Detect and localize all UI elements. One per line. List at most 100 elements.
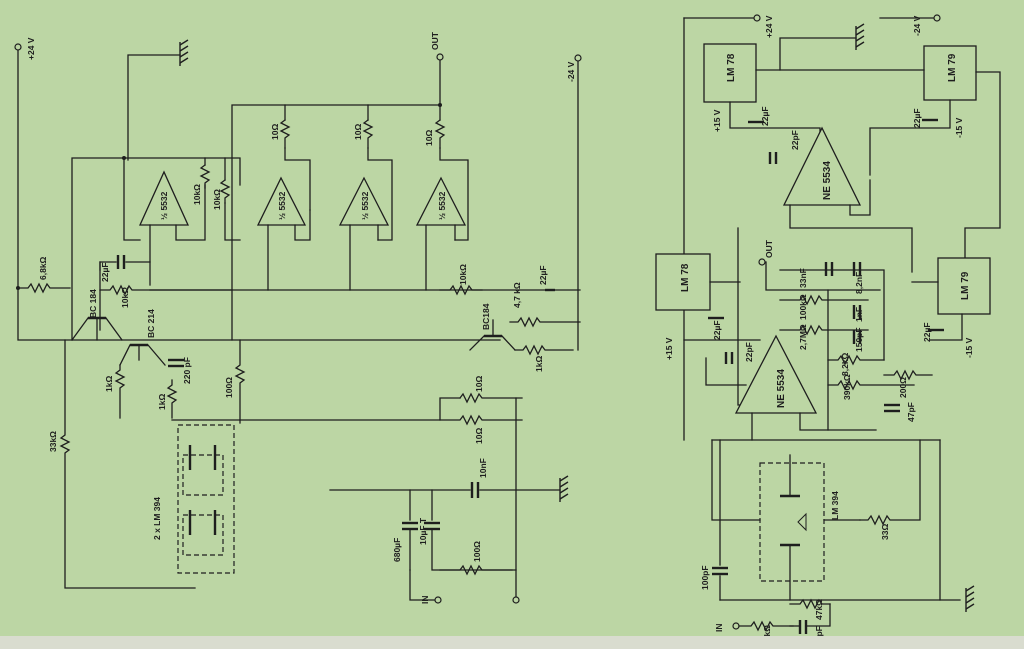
opamp-symbol (338, 176, 390, 226)
resistor-label-10-d: 10Ω (474, 376, 484, 392)
opamp-symbol (138, 170, 190, 226)
opamp-label: ½ 5532 (360, 191, 370, 220)
capacitor-label-220pf: 220 pF (182, 357, 192, 384)
regulator-lm79-bottom (937, 257, 991, 315)
input-ground-terminal-left (512, 596, 520, 604)
opamp-label: ½ 5532 (277, 191, 287, 220)
output-buffer-2: 10Ω ½ 5532 (338, 104, 393, 291)
resistor-label-10-e: 10Ω (474, 428, 484, 444)
resistor-label-100b: 100Ω (472, 541, 482, 562)
resistor-label: 10kΩ (212, 189, 222, 210)
capacitor-label-22pf-b: 22pF (744, 342, 754, 362)
resistor-label-33: 33Ω (880, 524, 890, 540)
regulator-label: LM 78 (726, 53, 737, 82)
capacitor-label-47pf-b: 47pF (814, 626, 824, 636)
resistor-label: 10Ω (270, 124, 280, 140)
capacitor-label-22uf-rd: 22µF (922, 322, 932, 342)
resistor-label-100k: 100kΩ (798, 294, 808, 320)
ground-symbol-top-right (855, 23, 865, 50)
resistor-label: 10Ω (424, 130, 434, 146)
plus-24v-label-left: +24 V (26, 37, 36, 60)
resistor-label-200: 200Ω (898, 377, 908, 398)
opamp-label: ½ 5532 (159, 191, 169, 220)
capacitor-label-10nf: 10nF (478, 458, 488, 478)
resistor-label-4k7: 4,7 kΩ (512, 282, 522, 308)
out-label-right: OUT (764, 239, 774, 258)
minus-24v-terminal-right (933, 14, 941, 22)
resistor-label-1k-a: 1kΩ (104, 376, 114, 392)
lm394-right: LM 394 (759, 454, 840, 601)
capacitor-label-1nf: 1nF (854, 307, 864, 322)
right-schematic: +24 V -24 V LM 78 LM 79 +15 V -15 V 22µF… (655, 14, 1001, 636)
out-terminal-left (436, 53, 444, 61)
plus-24v-terminal-right (753, 14, 761, 22)
transistor-label: BC 214 (146, 309, 156, 338)
plus-15v-label-a: +15 V (712, 109, 722, 132)
opamp-ne5534-top (782, 126, 862, 206)
in-terminal-right (732, 622, 740, 630)
regulator-lm79-top (923, 45, 977, 101)
resistor-label-10k-c: 10kΩ (120, 287, 130, 308)
output-buffer-3: 10Ω ½ 5532 (415, 104, 469, 291)
regulator-label: LM 79 (960, 271, 971, 300)
capacitor-label-680uf: 680µF (392, 538, 402, 562)
ground-symbol-bottom-right (965, 585, 975, 612)
minus-15v-label-a: -15 V (954, 117, 964, 138)
capacitor-label-22pf-a: 22pF (790, 130, 800, 150)
capacitor-label-10uf: 10µF T (418, 517, 428, 545)
output-buffer-1: 10Ω ½ 5532 (256, 104, 311, 291)
resistor-label-47k: 47kΩ (814, 599, 824, 620)
capacitor-label-8n2: 8,2nF (854, 272, 864, 294)
resistor-label-1k-c: 1kΩ (534, 356, 544, 372)
transistor-bc214: BC 214 (119, 309, 166, 366)
opamp-label: NE 5534 (822, 161, 833, 200)
capacitor-label-22uf-ra: 22µF (760, 106, 770, 126)
left-schematic: +24 V -24 V OUT 10Ω ½ 5532 (14, 31, 582, 605)
out-label-left: OUT (430, 31, 440, 50)
capacitor-label-22uf-b: 22µF (538, 265, 548, 285)
opamp-ne5534-bottom (734, 334, 818, 414)
transistor-label: BC 184 (88, 289, 98, 318)
capacitor-label-33nf: 33nF (798, 268, 808, 288)
capacitor-label-47pf-a: 47pF (906, 402, 916, 422)
schematic-drawing: +24 V -24 V OUT 10Ω ½ 5532 (14, 14, 1001, 636)
regulator-lm78-bottom (655, 253, 711, 311)
resistor-label-22k: 22kΩ (762, 625, 772, 636)
resistor-label-2m7: 2,7MΩ (798, 324, 808, 350)
plus-24v-label-right: +24 V (764, 15, 774, 38)
input-opamp: ½ 5532 10kΩ 10kΩ (71, 156, 241, 341)
minus-24v-terminal-left (574, 54, 582, 62)
ground-symbol-mid-left (559, 475, 569, 502)
transistor-label: BC184 (481, 303, 491, 330)
minus-24v-label-right: -24 V (912, 15, 922, 36)
capacitor-label-100pf: 100pF (700, 565, 710, 590)
in-label-left: IN (420, 596, 430, 605)
capacitor-label-22uf-rc: 22µF (712, 320, 722, 340)
in-label-right: IN (714, 624, 724, 633)
resistor-label-100: 100Ω (224, 377, 234, 398)
capacitor-label-22uf-rb: 22µF (912, 108, 922, 128)
opamp-symbol (415, 176, 467, 226)
resistor-label: 10Ω (353, 124, 363, 140)
lm394-pair-left: 2 x LM 394 (152, 419, 241, 574)
riaa-network: 33nF 8,2nF 100kΩ 1nF 2,7MΩ 150pF 8,2kΩ 3… (779, 262, 933, 431)
resistor-label-33k: 33kΩ (48, 431, 58, 452)
resistor-label-390k: 390kΩ (842, 374, 852, 400)
resistor-label-6k8: 6,8kΩ (38, 256, 48, 280)
regulator-label: LM 78 (680, 263, 691, 292)
opamp-symbol (256, 176, 307, 226)
resistor-label-1k-b: 1kΩ (157, 394, 167, 410)
resistor-label: 10kΩ (192, 184, 202, 205)
opamp-label: ½ 5532 (437, 191, 447, 220)
capacitor-label-150pf: 150pF (854, 327, 864, 352)
transistor-bc184-right: BC184 (469, 303, 516, 351)
page-bottom-strip (0, 636, 1024, 649)
out-terminal-right (758, 258, 766, 266)
opamp-label: NE 5534 (776, 369, 787, 408)
plus-24v-terminal-left (14, 43, 22, 51)
ground-symbol-top-left (179, 39, 189, 66)
transistor-bc184-left: BC 184 (71, 289, 123, 341)
resistor-label-8k2: 8,2kΩ (840, 352, 850, 376)
ic-label: LM 394 (830, 491, 840, 520)
